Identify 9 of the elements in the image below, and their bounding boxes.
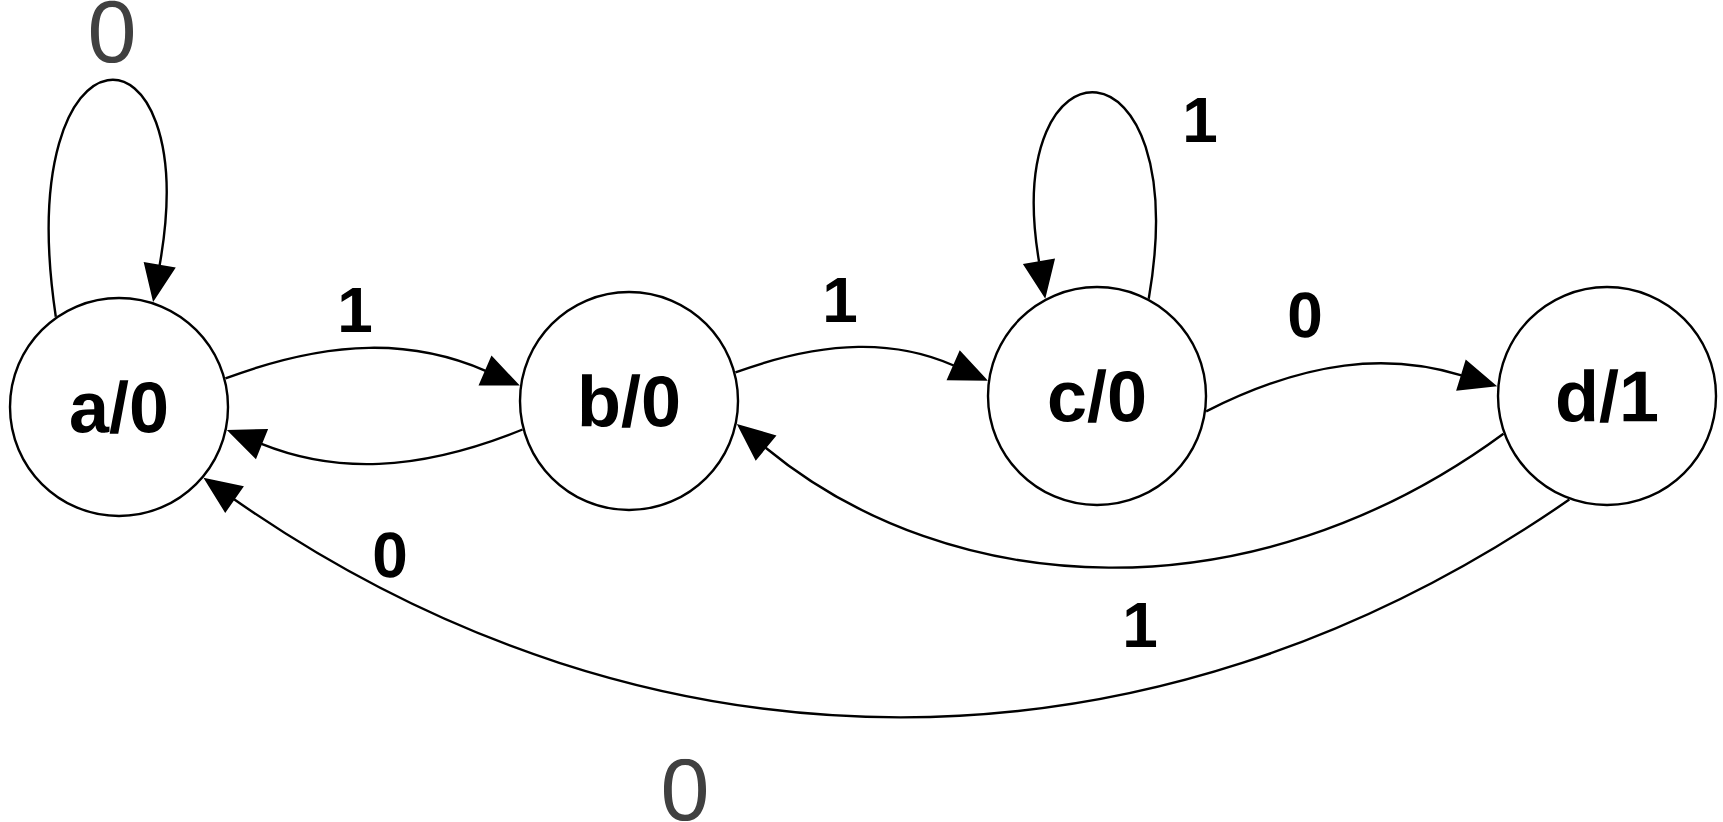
edge-label: 0 <box>85 0 139 66</box>
edge-label: 1 <box>1180 95 1220 144</box>
edge-label: 1 <box>1120 600 1160 649</box>
edge-label: 0 <box>370 530 410 580</box>
edge-label: 0 <box>1285 290 1325 340</box>
arrow <box>48 79 176 317</box>
edge-label: 0 <box>658 756 712 822</box>
edge-label: 1 <box>820 275 860 324</box>
edge-label: 1 <box>335 285 375 334</box>
